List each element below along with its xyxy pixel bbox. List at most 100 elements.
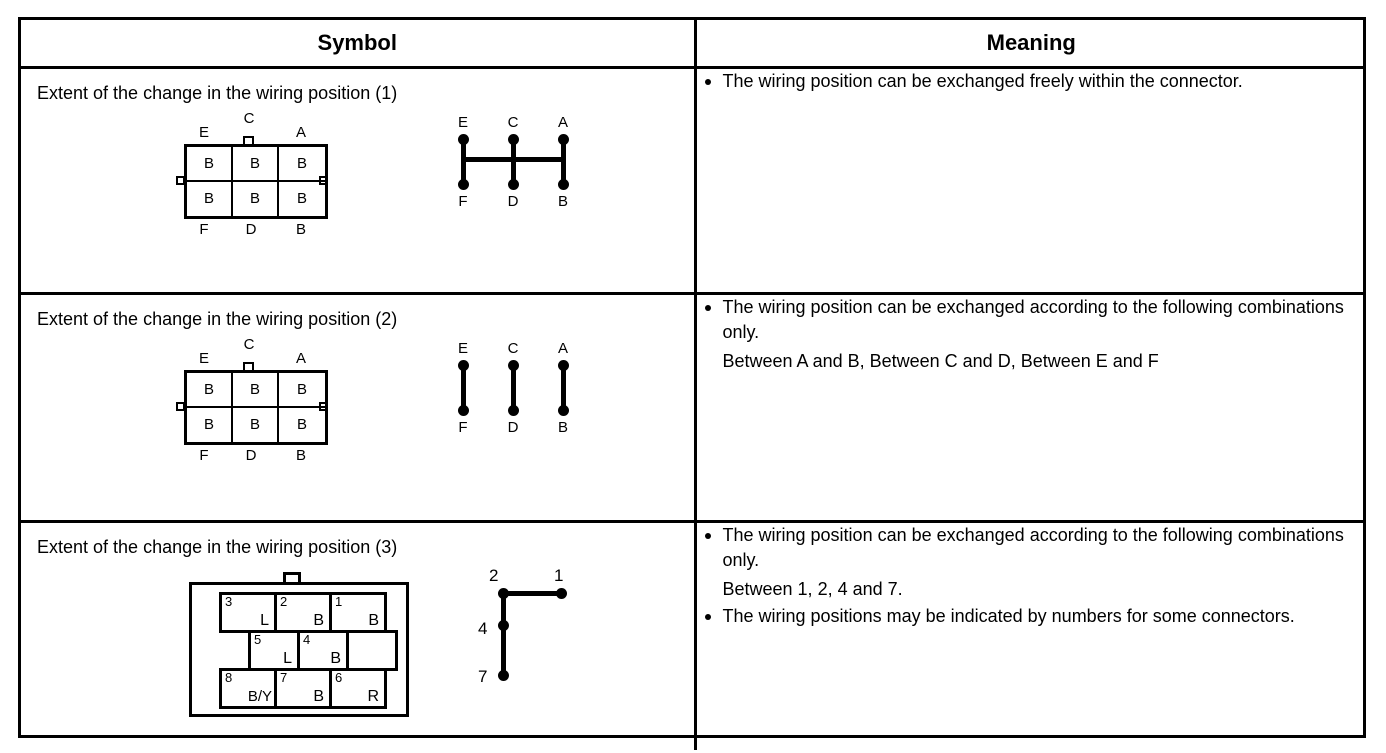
- connector-6pin-1: C E A B B B B: [166, 110, 346, 238]
- connector-pin-cell: 5 L: [248, 630, 300, 671]
- schematic-node-dot: [498, 620, 509, 631]
- connector-pin-row: 5 L 4 B: [248, 630, 398, 671]
- connector-pin-grid-3: 3 L 2 B 1: [219, 592, 398, 709]
- connector-label-bottom-b-2: B: [295, 447, 306, 464]
- schematic-node-label: A: [557, 340, 568, 357]
- schematic-node-label: F: [458, 193, 468, 210]
- symbol-cell-3: Extent of the change in the wiring posit…: [21, 520, 697, 750]
- meaning-list-1: The wiring position can be exchanged fre…: [697, 69, 1367, 94]
- connector-pin-cell: 3 L: [219, 592, 277, 633]
- schematic-link-line: [501, 591, 561, 596]
- diagram-area-1: C E A B B B B: [21, 104, 694, 254]
- connector-tab-top-1: [243, 136, 254, 145]
- meaning-cell-2: The wiring position can be exchanged acc…: [695, 292, 1367, 522]
- schematic-node-label: D: [507, 193, 519, 210]
- schematic-node-label: E: [457, 340, 468, 357]
- table-row: Extent of the change in the wiring posit…: [21, 520, 1367, 750]
- column-header-symbol: Symbol: [21, 20, 697, 69]
- schematic-node-label: B: [557, 419, 568, 436]
- meaning-cell-1: The wiring position can be exchanged fre…: [695, 68, 1366, 294]
- schematic-node-dot: [498, 588, 509, 599]
- schematic-node-label: F: [458, 419, 468, 436]
- connector-pin-row: 3 L 2 B 1: [219, 592, 395, 633]
- connector-6pin-2: C E A B B B B: [166, 336, 346, 464]
- pin-color-code: L: [260, 612, 269, 629]
- schematic-node-dot: [556, 588, 567, 599]
- connector-pin-cell: 6 R: [329, 668, 387, 709]
- diagram-area-2: C E A B B B B: [21, 330, 694, 480]
- connector-label-bottom-b-1: B: [295, 221, 306, 238]
- schematic-node-label: 7: [478, 667, 488, 686]
- connector-cell: B: [296, 416, 307, 434]
- symbol-cell-2: Extent of the change in the wiring posit…: [21, 292, 697, 522]
- schematic-link-line: [501, 591, 506, 678]
- symbol-title-1: Extent of the change in the wiring posit…: [37, 83, 398, 103]
- schematic-node-label: C: [507, 340, 519, 357]
- connector-tab-top-3: [283, 572, 301, 583]
- connector-body-2: B B B B B B: [184, 370, 328, 445]
- connector-pin-cell: 2 B: [274, 592, 332, 633]
- pin-number: 8: [225, 670, 233, 685]
- pin-color-code: B/Y: [247, 688, 272, 705]
- connector-cell: B: [187, 147, 233, 182]
- pin-schematic-3: 2 1 4 7: [461, 566, 611, 706]
- connector-cell: B: [187, 181, 233, 216]
- schematic-node-dot: [508, 405, 519, 416]
- pin-number: 2: [280, 594, 288, 609]
- meaning-cell-3: The wiring position can be exchanged acc…: [695, 520, 1367, 750]
- pin-number: 1: [335, 594, 343, 609]
- connector-cell: B: [279, 373, 325, 408]
- connector-tab-top-2: [243, 362, 254, 371]
- table-header-row: Symbol Meaning: [21, 20, 1366, 69]
- connector-label-bottom-f-2: F: [199, 447, 209, 464]
- schematic-node-label: C: [507, 114, 519, 131]
- connector-cell: B: [233, 147, 279, 182]
- diagram-area-3: 3 L 2 B 1: [21, 558, 694, 717]
- schematic-node-dot: [458, 179, 469, 190]
- meaning-subitem: Between A and B, Between C and D, Betwee…: [722, 351, 1159, 371]
- connector-label-bottom-d-2: D: [245, 447, 257, 464]
- meaning-item: The wiring position can be exchanged acc…: [697, 523, 1367, 573]
- table-row: Extent of the change in the wiring posit…: [21, 292, 1367, 522]
- table-row: Extent of the change in the wiring posit…: [21, 67, 1366, 294]
- wiring-symbol-legend-table: Symbol Meaning Extent of the change in t…: [18, 17, 1367, 750]
- schematic-node-label: B: [557, 193, 568, 210]
- schematic-node-dot: [498, 670, 509, 681]
- symbol-cell-1: Extent of the change in the wiring posit…: [21, 67, 697, 294]
- schematic-node-label: 1: [554, 566, 564, 585]
- connector-pin-cell: 1 B: [329, 592, 387, 633]
- pin-color-code: B: [313, 612, 324, 629]
- pin-number: 3: [225, 594, 233, 609]
- pin-number: 4: [303, 632, 311, 647]
- connector-body-1: B B B B B B: [184, 144, 328, 219]
- schematic-node-dot: [558, 405, 569, 416]
- connector-housing-3: [189, 582, 409, 717]
- pin-schematic-1: E F C: [431, 114, 591, 224]
- connector-label-top-e-1: E: [198, 124, 209, 141]
- meaning-item: The wiring position can be exchanged fre…: [697, 69, 1367, 94]
- schematic-link-line: [461, 138, 466, 183]
- schematic-node-dot: [458, 405, 469, 416]
- connector-pin-row: 8 B/Y 7 B 6: [219, 668, 395, 709]
- connector-8pin-3: 3 L 2 B 1: [171, 568, 411, 728]
- meaning-list-3: The wiring position can be exchanged acc…: [697, 523, 1367, 629]
- connector-label-top-a-1: A: [295, 124, 306, 141]
- column-header-meaning: Meaning: [695, 20, 1366, 69]
- schematic-node-label: E: [457, 114, 468, 131]
- connector-cell: B: [187, 373, 233, 408]
- connector-cell: B: [187, 407, 233, 442]
- connector-label-bottom-d-1: D: [245, 221, 257, 238]
- schematic-node-label: 4: [478, 619, 488, 638]
- meaning-item: The wiring positions may be indicated by…: [697, 604, 1367, 629]
- meaning-list-2: The wiring position can be exchanged acc…: [697, 295, 1367, 374]
- connector-label-top-e-2: E: [198, 350, 209, 367]
- schematic-link-line: [561, 138, 566, 183]
- pin-color-code: B: [330, 650, 341, 667]
- schematic-node-label: A: [557, 114, 568, 131]
- schematic-node-label: D: [507, 419, 519, 436]
- schematic-node-dot: [558, 179, 569, 190]
- symbol-title-3: Extent of the change in the wiring posit…: [37, 537, 398, 557]
- meaning-subitem: Between 1, 2, 4 and 7.: [722, 579, 903, 599]
- connector-cell: B: [233, 373, 279, 408]
